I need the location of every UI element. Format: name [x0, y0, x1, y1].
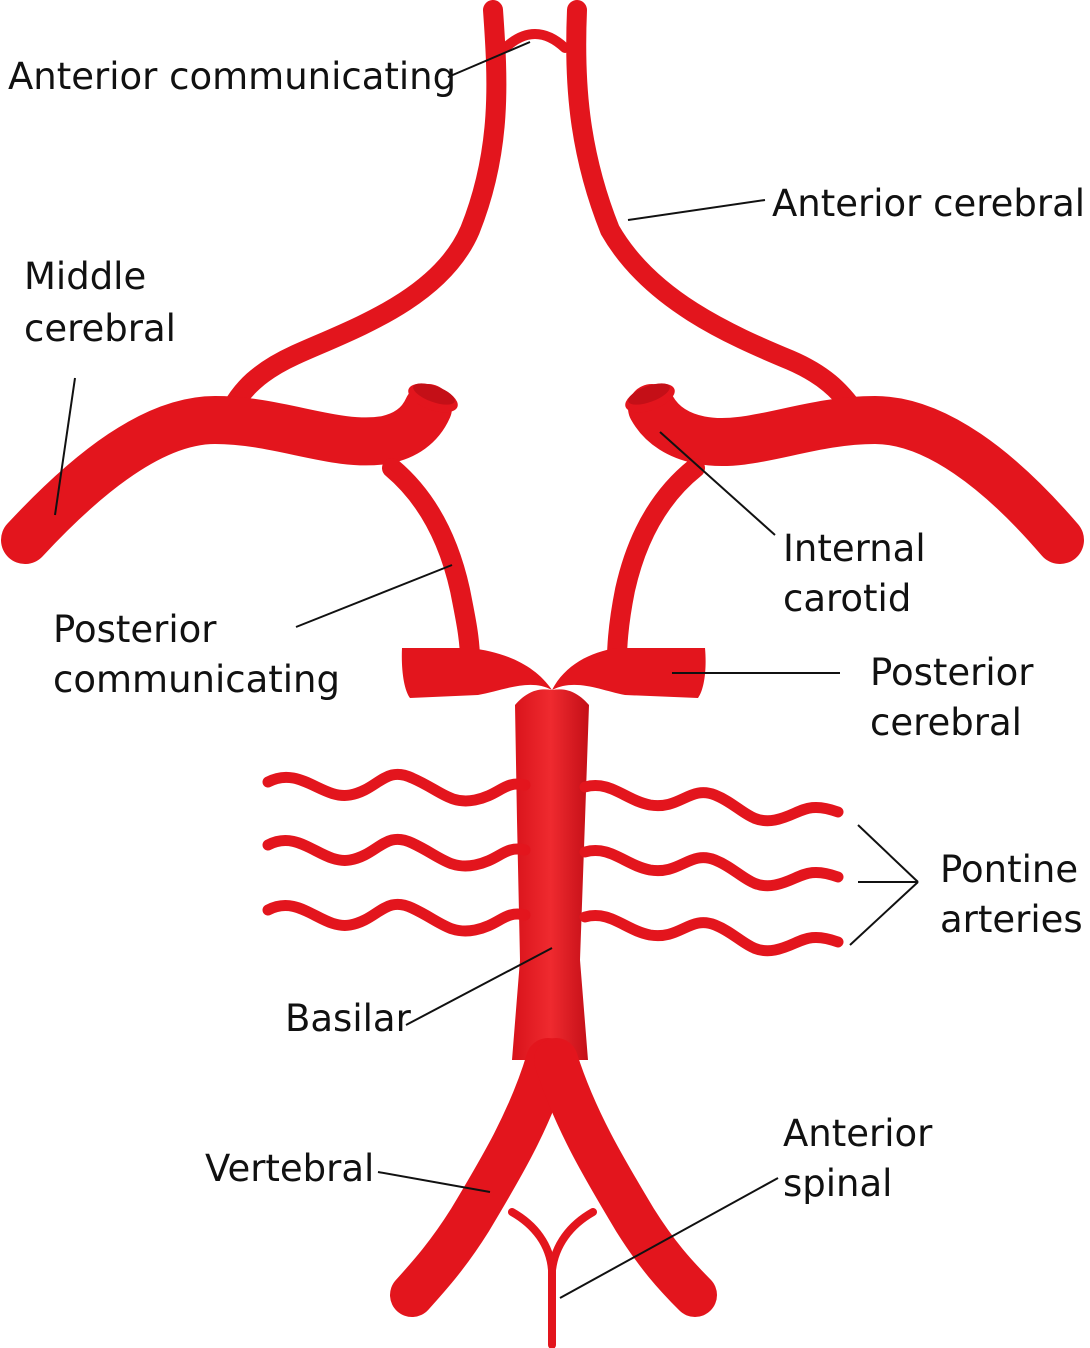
vertebral-artery-right [556, 1060, 695, 1295]
label-posterior-communicating-line1: Posterior [53, 608, 217, 651]
middle-cerebral-artery-left [25, 408, 428, 540]
label-posterior-cerebral-line2: cerebral [870, 701, 1022, 744]
label-posterior-cerebral-line1: Posterior [870, 651, 1034, 694]
label-middle-cerebral-line2: cerebral [24, 307, 176, 350]
label-anterior-communicating: Anterior communicating [8, 55, 456, 98]
label-vertebral: Vertebral [205, 1147, 374, 1190]
label-middle-cerebral-line1: Middle [24, 255, 146, 298]
posterior-communicating-artery-right [617, 468, 695, 660]
anterior-spinal-artery-right-root [552, 1212, 593, 1270]
label-internal-carotid-line2: carotid [783, 577, 911, 620]
posterior-cerebral-artery-left [402, 648, 552, 698]
label-anterior-spinal-line1: Anterior [783, 1112, 933, 1155]
basilar-artery [512, 689, 589, 1060]
label-anterior-spinal-line2: spinal [783, 1162, 892, 1205]
label-basilar: Basilar [285, 997, 412, 1040]
middle-cerebral-artery-right [652, 408, 1060, 540]
vertebral-artery-left [412, 1060, 548, 1295]
posterior-communicating-artery-left [392, 468, 470, 660]
label-internal-carotid-line1: Internal [783, 527, 926, 570]
label-posterior-communicating-line2: communicating [53, 658, 340, 701]
label-pontine-arteries-line2: arteries [940, 898, 1083, 941]
label-anterior-cerebral: Anterior cerebral [772, 182, 1085, 225]
anterior-spinal-artery [512, 1212, 552, 1345]
label-pontine-arteries-line1: Pontine [940, 848, 1078, 891]
anterior-communicating-artery [505, 34, 565, 48]
